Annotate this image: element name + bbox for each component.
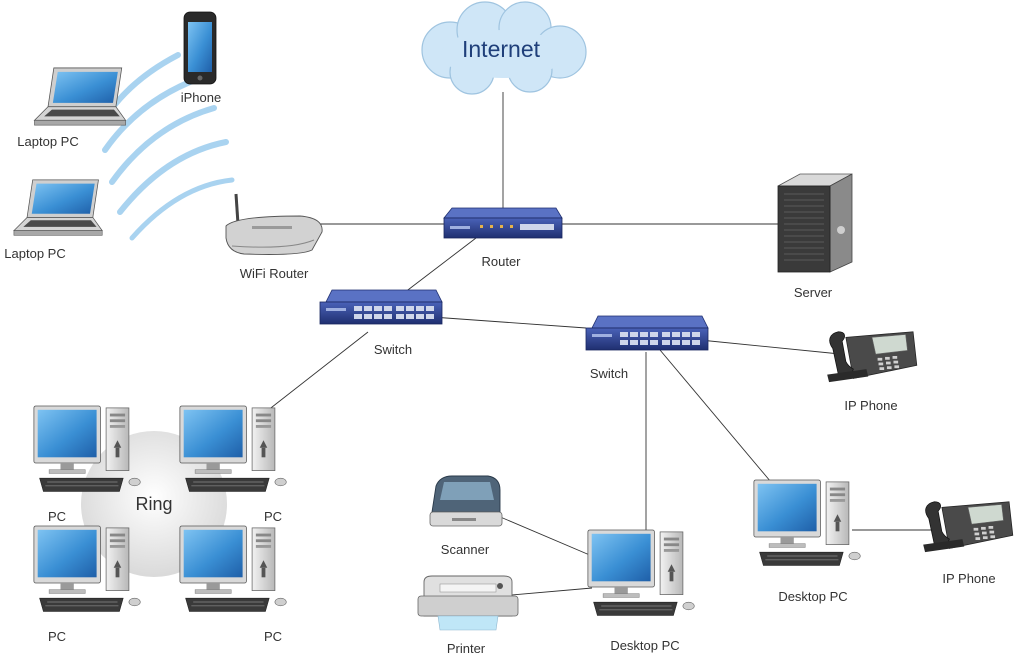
printer-icon: [417, 575, 519, 631]
switch-left-label: Switch: [374, 342, 412, 357]
pc-label-bottom-right: PC: [264, 629, 282, 644]
edge-scanner-desktop: [497, 515, 593, 557]
laptop-icon: [33, 67, 127, 126]
edge-switch-left-pc: [257, 331, 369, 419]
edge-switch-left-switch-right: [431, 316, 587, 329]
internet-label: Internet: [462, 36, 541, 62]
desktop-pc-icon: [587, 529, 695, 616]
laptop-label-bottom: Laptop PC: [4, 246, 65, 261]
iphone-icon: [183, 11, 217, 85]
iphone-label: iPhone: [181, 90, 221, 105]
desktop-pc-label-middle: Desktop PC: [610, 638, 679, 653]
desktop-pc-label-right: Desktop PC: [778, 589, 847, 604]
laptop-label-top: Laptop PC: [17, 134, 78, 149]
ring-label: Ring: [135, 494, 172, 514]
scanner-icon: [429, 475, 503, 527]
ip-phone-icon: [826, 331, 918, 383]
scanner-label: Scanner: [441, 542, 490, 557]
edge-switch-right-desktop-right: [659, 349, 777, 489]
router-label: Router: [481, 254, 521, 269]
edge-printer-desktop: [499, 587, 593, 597]
pc-label-top-right: PC: [264, 509, 282, 524]
connections: [257, 92, 932, 597]
laptop-icon: [13, 179, 103, 236]
pc-label-top-left: PC: [48, 509, 66, 524]
ip-phone-label-top: IP Phone: [844, 398, 897, 413]
server-label: Server: [794, 285, 833, 300]
switch-right-label: Switch: [590, 366, 628, 381]
router-icon: [443, 207, 563, 239]
ip-phone-icon: [922, 501, 1014, 553]
switch-icon: [319, 289, 443, 325]
switch-icon: [585, 315, 709, 351]
printer-label: Printer: [447, 641, 486, 656]
pc-icon: [179, 405, 287, 492]
pc-label-bottom-left: PC: [48, 629, 66, 644]
pc-icon: [179, 525, 287, 612]
wifi-router-icon: [225, 193, 323, 255]
internet-cloud-icon: [421, 1, 587, 95]
server-icon: [777, 173, 853, 273]
desktop-pc-icon: [753, 479, 861, 566]
pc-icon: [33, 525, 141, 612]
edge-switch-right-ip-phone: [699, 339, 841, 355]
wifi-router-label: WiFi Router: [240, 266, 309, 281]
ip-phone-label-bottom: IP Phone: [942, 571, 995, 586]
edge-router-switch-left: [399, 237, 477, 297]
